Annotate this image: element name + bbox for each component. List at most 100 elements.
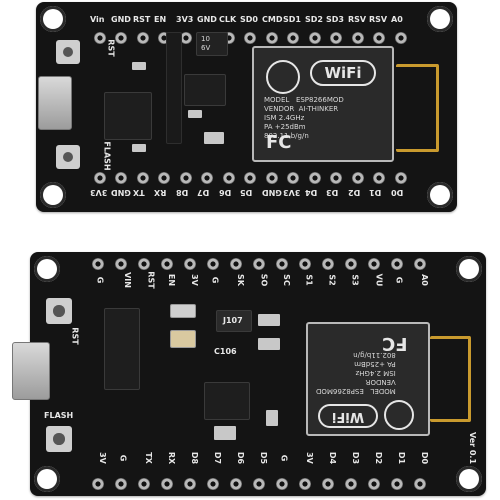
footer-pin — [322, 478, 334, 490]
smd-component — [170, 330, 196, 348]
smd-resistor — [132, 62, 146, 70]
flash-button[interactable] — [46, 426, 72, 452]
pin-label: Vin — [90, 15, 105, 24]
vendor-logo-icon — [384, 400, 414, 430]
micro-usb-port[interactable] — [12, 342, 50, 400]
pin-label: RX — [154, 188, 167, 197]
pin-label: G — [394, 276, 404, 284]
header-pin — [244, 32, 256, 44]
footer-pin — [368, 478, 380, 490]
footer-pin — [345, 478, 357, 490]
pin-label: G — [95, 276, 105, 284]
pin-label: 3V — [97, 452, 107, 464]
footer-pin — [201, 172, 213, 184]
header-pin — [184, 258, 196, 270]
pin-label: SO — [259, 273, 269, 287]
header-pin — [309, 32, 321, 44]
pin-label: SD2 — [305, 15, 323, 24]
nodemcu-board-bottom: G VIN RST EN 3V G SK SO SC S1 S2 S3 VU G… — [12, 252, 486, 496]
pin-label: S2 — [327, 274, 337, 286]
pin-label: EN — [154, 15, 167, 24]
pin-label: GND — [111, 15, 131, 24]
header-pin — [322, 258, 334, 270]
header-pin — [207, 258, 219, 270]
pin-label: CMD — [262, 15, 283, 24]
pin-label: RX — [167, 451, 177, 465]
header-pin — [115, 258, 127, 270]
pin-label: VIN — [122, 272, 132, 288]
bottom-footer-labels: 3V G TX RX D8 D7 D6 D5 G 3V D4 D3 D2 D1 … — [96, 451, 436, 474]
top-header-labels: Vin GND RST EN 3V3 GND CLK SD0 CMD SD1 S… — [90, 16, 410, 26]
pin-label: D5 — [259, 451, 269, 465]
header-pin — [180, 32, 192, 44]
version-label: Ver 0.1 — [468, 431, 478, 465]
pin-label: D8 — [176, 188, 189, 197]
pin-label: D1 — [369, 188, 382, 197]
smd-resistor — [258, 314, 280, 326]
header-pin — [94, 32, 106, 44]
pin-label: TX — [143, 452, 153, 464]
smd-capacitor — [266, 410, 278, 426]
smd-component — [170, 304, 196, 318]
header-pin — [395, 32, 407, 44]
header-pin — [253, 258, 265, 270]
pin-label: GND — [197, 15, 217, 24]
footer-pin — [115, 172, 127, 184]
pin-label: SD0 — [240, 15, 258, 24]
footer-pin — [330, 172, 342, 184]
rst-button[interactable] — [46, 298, 72, 324]
micro-usb-port[interactable] — [38, 76, 72, 130]
pin-label: D6 — [236, 451, 246, 465]
mounting-hole — [34, 256, 60, 282]
pcb-antenna — [396, 64, 439, 152]
pin-label: S3 — [350, 274, 360, 286]
header-pin — [330, 32, 342, 44]
footer-pin — [180, 172, 192, 184]
usb-serial-chip — [104, 308, 140, 390]
pin-label: D4 — [328, 451, 338, 465]
capacitor: 10 6V — [196, 32, 228, 56]
footer-pin — [373, 172, 385, 184]
j107-connector: J107 — [216, 310, 252, 332]
pin-label: RSV — [369, 15, 388, 24]
voltage-regulator — [184, 74, 226, 106]
footer-pin — [184, 478, 196, 490]
pin-label: D7 — [197, 188, 210, 197]
pin-label: 3V3 — [90, 188, 108, 197]
vendor-logo-icon — [266, 60, 300, 94]
smd-resistor — [188, 110, 202, 118]
top-footer-labels: 3V3 GND TX RX D8 D7 D6 D5 GND 3V3 D4 D3 … — [90, 188, 410, 198]
footer-pin — [137, 172, 149, 184]
top-footer-pads — [94, 172, 414, 184]
mounting-hole — [40, 182, 66, 208]
j107-label: J107 — [223, 316, 243, 325]
pin-label: TX — [133, 188, 145, 197]
header-pin — [92, 258, 104, 270]
pin-label: VU — [374, 273, 384, 287]
module-spec-text: MODEL ESP8266MOD VENDOR AI-THINKER ISM 2… — [264, 96, 344, 140]
smd-capacitor — [204, 132, 224, 144]
header-pin — [345, 258, 357, 270]
header-pin — [299, 258, 311, 270]
bottom-footer-pads — [92, 478, 432, 490]
footer-pin — [414, 478, 426, 490]
pin-label: EN — [167, 273, 177, 287]
header-pin — [138, 258, 150, 270]
smd-resistor — [258, 338, 280, 350]
footer-pin — [223, 172, 235, 184]
header-pin — [368, 258, 380, 270]
pin-label: A0 — [419, 274, 429, 286]
header-pin — [266, 32, 278, 44]
esp8266-module-shield: FC MODEL ESP8266MOD VENDOR ISM 2.4GHz PA… — [306, 322, 430, 436]
rst-button[interactable] — [56, 40, 80, 64]
footer-pin — [253, 478, 265, 490]
mounting-hole — [427, 6, 453, 32]
header-pin — [230, 258, 242, 270]
footer-pin — [391, 478, 403, 490]
header-pin — [137, 32, 149, 44]
flash-button[interactable] — [56, 145, 80, 169]
pin-label: S1 — [304, 274, 314, 286]
pin-label: 3V3 — [283, 188, 301, 197]
pin-label: SD3 — [326, 15, 344, 24]
mounting-hole — [40, 6, 66, 32]
